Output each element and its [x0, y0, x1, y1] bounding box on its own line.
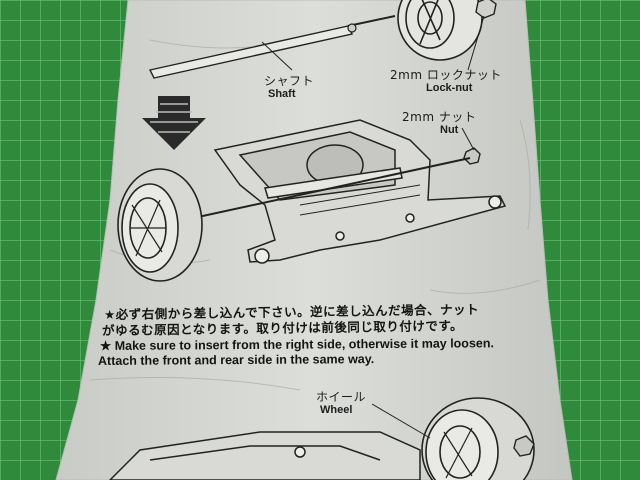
locknut-label-en: Lock-nut [426, 82, 473, 94]
note-en-line-1: ★ Make sure to insert from the right sid… [99, 336, 494, 353]
top-wheel-drawing [397, 0, 483, 61]
shaft-label-jp: シャフト [264, 74, 315, 88]
lock-nut-drawing [475, 0, 497, 19]
wheel-label-en: Wheel [320, 404, 353, 416]
shaft-leader-line [261, 41, 293, 71]
wheel-leader-line [371, 403, 431, 439]
wheel-label-jp: ホイール [316, 390, 367, 404]
locknut-label-jp: 2mm ロックナット [390, 68, 502, 82]
locknut-leader-line [467, 15, 485, 71]
shaft-drawing [148, 15, 396, 79]
down-arrow-icon [142, 96, 206, 150]
left-wheel-drawing [117, 168, 203, 282]
nut-label-en: Nut [440, 124, 459, 136]
bottom-chassis-drawing [108, 431, 421, 480]
shaft-label-en: Shaft [268, 88, 296, 100]
nut-leader-line [461, 127, 475, 151]
nut-label-jp: 2mm ナット [402, 110, 477, 124]
note-en-line-2: Attach the front and rear side in the sa… [97, 352, 375, 368]
bottom-nut-drawing [513, 435, 535, 457]
axle-drawing [174, 157, 471, 223]
nut-drawing [463, 147, 481, 165]
bottom-wheel-drawing [421, 397, 535, 480]
